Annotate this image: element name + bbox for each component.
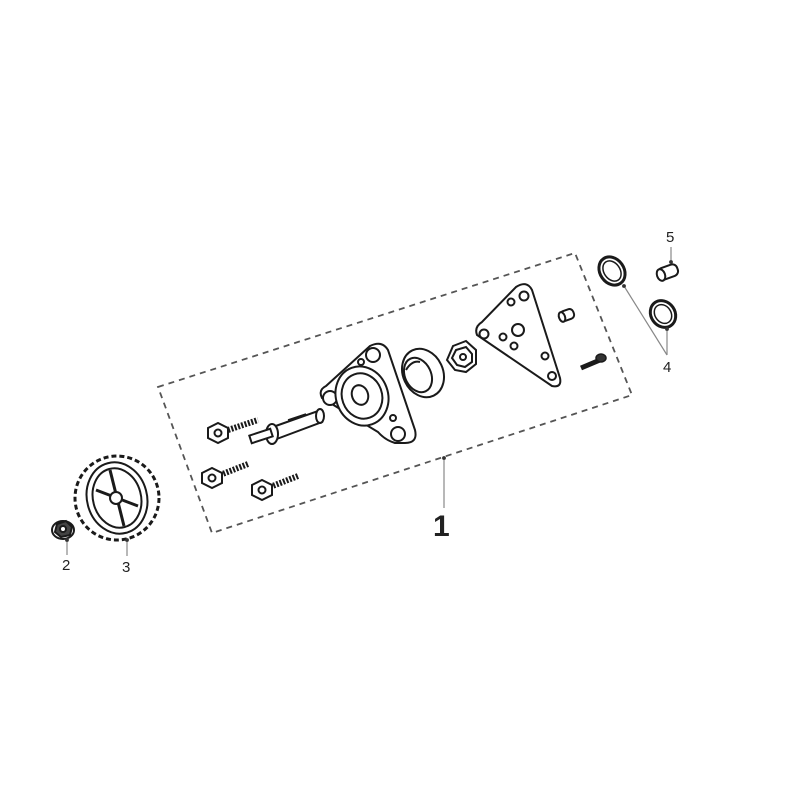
inner-rotor: [445, 339, 477, 374]
bolt-3: [251, 473, 300, 502]
pump-body: [319, 342, 417, 444]
bolt-1: [207, 417, 259, 445]
o-ring-lower: [648, 299, 678, 329]
outer-rotor: [401, 347, 445, 399]
callout-1: 1: [433, 510, 450, 543]
callout-2: 2: [62, 557, 71, 574]
o-ring-upper: [597, 255, 627, 287]
callout-4: 4: [663, 359, 672, 376]
cover-screw: [580, 353, 607, 371]
sprocket: [73, 454, 161, 542]
callout-5: 5: [666, 229, 675, 246]
flange-nut: [51, 519, 75, 540]
dowel-pin: [655, 263, 680, 282]
bolt-2: [201, 461, 250, 490]
dowel-pin-internal: [557, 308, 576, 323]
callout-3: 3: [122, 559, 131, 576]
pump-cover-plate: [475, 283, 562, 388]
pump-shaft: [248, 408, 325, 445]
leader-lines: [65, 247, 673, 556]
